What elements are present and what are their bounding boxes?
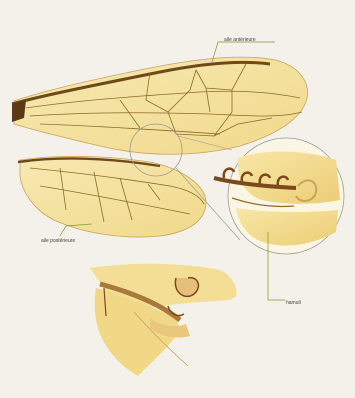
hooks-detail — [214, 138, 344, 300]
hind-wing-label: aile postérieure — [41, 239, 75, 244]
front-wing — [12, 42, 308, 154]
front-wing-label: aile antérieure — [224, 38, 256, 43]
cross-section-detail — [90, 264, 236, 376]
hooks-label: hamuli — [286, 301, 301, 306]
hind-wing — [18, 156, 206, 237]
